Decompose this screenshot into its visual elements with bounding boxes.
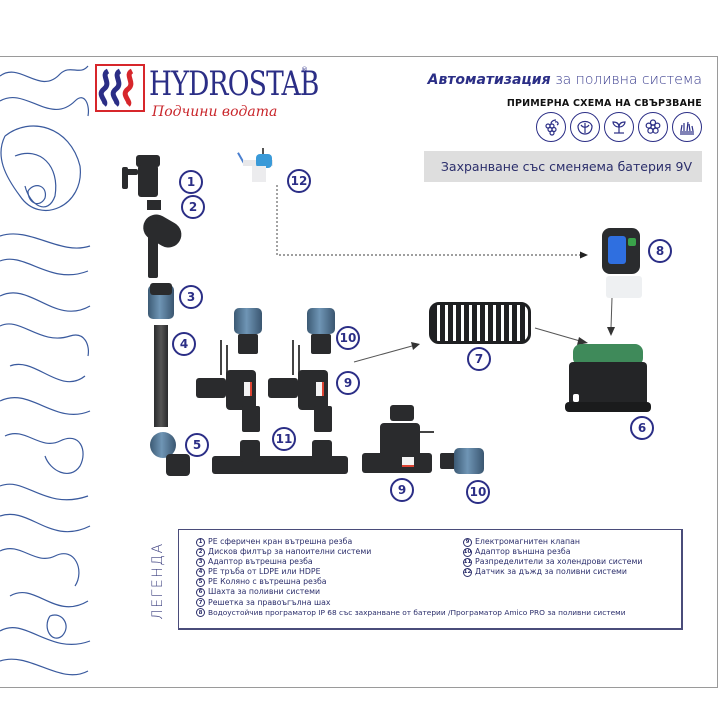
badge-8: 8 (648, 239, 672, 263)
badge-9: 9 (336, 371, 360, 395)
badge-11: 11 (272, 427, 296, 451)
badge-4: 4 (172, 332, 196, 356)
badge-6: 6 (630, 416, 654, 440)
badge-10-lower: 10 (466, 480, 490, 504)
badge-10: 10 (336, 326, 360, 350)
ball-valve-image (122, 155, 162, 197)
adapter-male-thread (311, 334, 331, 354)
solenoid-valve-image (362, 405, 434, 477)
elbow-image (150, 432, 192, 480)
badge-3: 3 (179, 285, 203, 309)
adapter-male-image (440, 448, 484, 474)
logo-mark-icon (95, 64, 145, 112)
brand-logo: HYDROSTAB ® Подчини водата (95, 64, 366, 120)
page-subtitle: ПРИМЕРНА СХЕМА НА СВЪРЗВАНЕ (506, 98, 702, 109)
power-note-banner: Захранване със сменяема батерия 9V (424, 151, 702, 182)
legend-title: ЛЕГЕНДА (150, 542, 166, 620)
adapter-male-image (307, 308, 335, 334)
contour-map-decoration (0, 65, 91, 676)
badge-9-lower: 9 (390, 478, 414, 502)
solenoid-valve-image (268, 340, 338, 435)
adapter-male-image (234, 308, 262, 334)
pe-pipe-image (154, 325, 168, 427)
title-light: за поливна система (555, 72, 702, 88)
grass-icon (672, 112, 702, 142)
logo-wordmark: HYDROSTAB (149, 64, 319, 104)
badge-1: 1 (179, 170, 203, 194)
page-title: Автоматизация за поливна система (428, 72, 702, 88)
crop-icons (536, 112, 702, 142)
grapes-icon (536, 112, 566, 142)
flower-icon (638, 112, 668, 142)
controller-image (602, 228, 644, 300)
valve-box-image (563, 344, 653, 416)
disc-filter-image (138, 200, 195, 278)
lettuce-icon (570, 112, 600, 142)
badge-12: 12 (287, 169, 311, 193)
legend-box (178, 529, 683, 630)
registered-mark: ® (301, 66, 308, 74)
logo-tagline: Подчини водата (152, 104, 278, 120)
manifold-image (212, 440, 348, 480)
badge-5: 5 (185, 433, 209, 457)
adapter-male-thread (238, 334, 258, 354)
adapter-female-image (148, 283, 174, 319)
solenoid-valve-image (196, 340, 266, 435)
rain-sensor-image (237, 148, 278, 184)
sprout-icon (604, 112, 634, 142)
title-bold: Автоматизация (427, 72, 551, 88)
badge-7: 7 (467, 347, 491, 371)
badge-2: 2 (181, 195, 205, 219)
grid-cover-image (429, 302, 531, 344)
